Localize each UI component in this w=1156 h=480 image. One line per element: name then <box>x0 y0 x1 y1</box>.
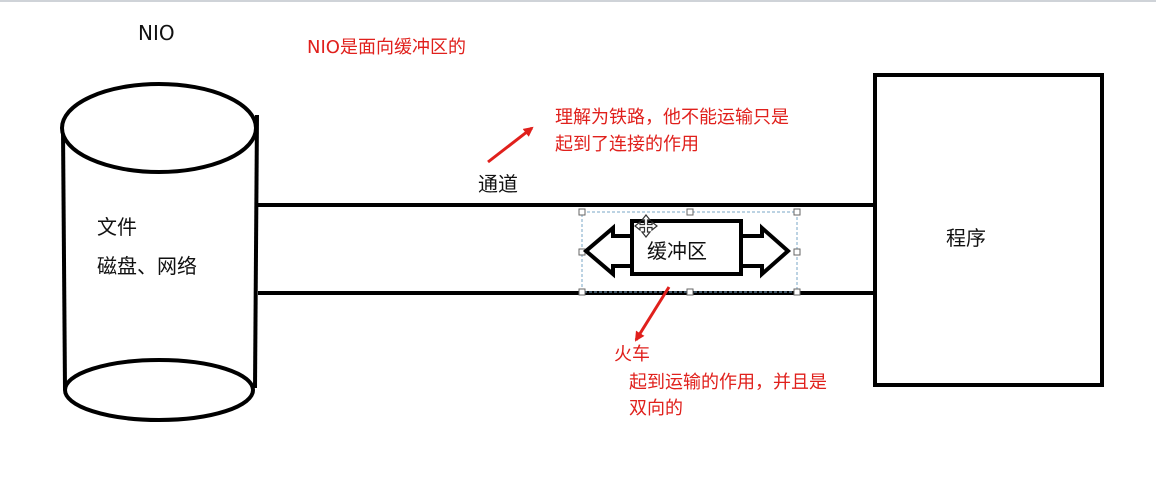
storage-cylinder <box>60 82 259 422</box>
train-note-arrow <box>634 286 671 342</box>
channel-note-line2: 起到了连接的作用 <box>555 134 699 155</box>
channel-note-arrow <box>487 126 534 164</box>
disk-network-label: 磁盘、网络 <box>97 254 197 278</box>
channel-note-line1: 理解为铁路，他不能运输只是 <box>555 107 789 128</box>
top-border <box>0 0 1156 2</box>
move-cursor-icon <box>634 214 658 238</box>
nio-title: NIO <box>138 21 175 45</box>
buffer-label: 缓冲区 <box>647 239 707 263</box>
program-label: 程序 <box>946 226 986 250</box>
channel-label: 通道 <box>478 172 518 196</box>
selection-frame <box>578 208 801 296</box>
train-note-line2: 双向的 <box>629 398 683 419</box>
buffer-double-arrow <box>582 219 792 279</box>
train-note-line1: 起到运输的作用，并且是 <box>629 372 827 393</box>
nio-description: NIO是面向缓冲区的 <box>307 37 466 58</box>
file-label: 文件 <box>97 215 137 239</box>
train-label: 火车 <box>614 344 650 365</box>
buffer-box <box>630 219 743 276</box>
program-box <box>873 73 1104 387</box>
